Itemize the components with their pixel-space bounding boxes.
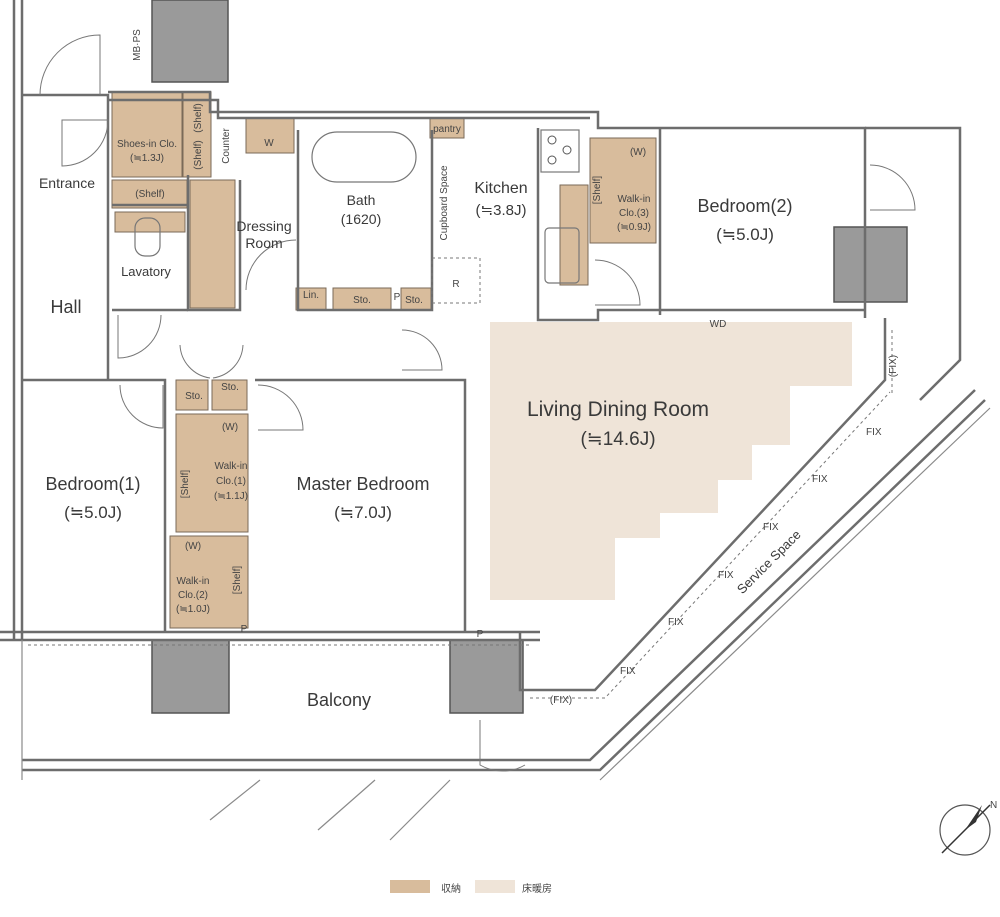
fix-label: FIX xyxy=(718,570,734,581)
shelf-label: (Shelf) xyxy=(193,140,204,169)
service-space-label: Service Space xyxy=(734,527,804,597)
kitchen-label: Kitchen xyxy=(474,180,527,197)
shoes-closet-label: Shoes-in Clo. xyxy=(117,139,177,150)
kitchen-size: (≒3.8J) xyxy=(476,202,527,219)
storage-areas xyxy=(111,91,657,629)
window-lines xyxy=(28,330,893,699)
master-bedroom-size: (≒7.0J) xyxy=(334,503,392,522)
bedroom1-size: (≒5.0J) xyxy=(64,503,122,522)
walkin2-size: (≒1.0J) xyxy=(176,604,210,615)
legend-swatch-storage xyxy=(390,880,430,893)
legend-label-floor-heating: 床暖房 xyxy=(522,884,552,895)
walkin1-size: (≒1.1J) xyxy=(214,491,248,502)
legend-label-storage: 収納 xyxy=(441,884,461,895)
balcony-label: Balcony xyxy=(307,690,371,710)
compass-icon: N xyxy=(939,800,997,856)
storage-label: Sto. xyxy=(405,295,423,306)
shelf-label: [Shelf] xyxy=(592,176,603,205)
toilet xyxy=(134,217,161,257)
linen-label: Lin. xyxy=(303,290,319,301)
shelf-label: (Shelf) xyxy=(135,189,164,200)
burner-icon xyxy=(547,135,557,145)
floor-heating-area xyxy=(490,322,852,600)
bedroom1-label: Bedroom(1) xyxy=(45,474,140,494)
walkin3-label-2: Clo.(3) xyxy=(619,208,649,219)
kitchen-sink xyxy=(544,227,580,284)
lavatory-label: Lavatory xyxy=(121,264,171,279)
shelf-label: (Shelf) xyxy=(193,103,204,132)
shoes-closet-size: (≒1.3J) xyxy=(130,153,164,164)
wardrobe-mark: (W) xyxy=(185,541,201,552)
wardrobe-mark: (W) xyxy=(222,422,238,433)
wd-label: WD xyxy=(710,319,727,330)
shafts xyxy=(151,0,908,714)
fix-label: FIX xyxy=(866,427,882,438)
counter-label: Counter xyxy=(221,128,232,164)
shelf-label: [Shelf] xyxy=(232,566,243,595)
pipe-label: P xyxy=(241,624,248,635)
bedroom2-label: Bedroom(2) xyxy=(697,196,792,216)
walkin1-label: Walk-in xyxy=(215,461,248,472)
wardrobe-mark: (W) xyxy=(630,147,646,158)
burner-icon xyxy=(547,155,557,165)
storage-label: Sto. xyxy=(221,382,239,393)
walkin2-label-2: Clo.(2) xyxy=(178,590,208,601)
walkin1-label-2: Clo.(1) xyxy=(216,476,246,487)
cupboard-label: Cupboard Space xyxy=(439,165,450,240)
walkin3-label: Walk-in xyxy=(618,194,651,205)
pantry-label: pantry xyxy=(433,124,461,135)
walls xyxy=(0,0,991,841)
pipe-label: P xyxy=(477,629,484,640)
mbps-label: MB·PS xyxy=(132,29,143,61)
fix-label: (FIX) xyxy=(888,355,899,377)
walkin2-label: Walk-in xyxy=(177,576,210,587)
bathtub xyxy=(311,131,417,183)
storage-label: Sto. xyxy=(185,391,203,402)
legend-swatch-floor-heating xyxy=(475,880,515,893)
bedroom2-size: (≒5.0J) xyxy=(716,225,774,244)
refrigerator-label: R xyxy=(452,279,459,290)
walkin3-size: (≒0.9J) xyxy=(617,222,651,233)
hall-label: Hall xyxy=(50,297,81,317)
washer-label: W xyxy=(264,138,274,149)
refrigerator-space xyxy=(431,257,481,304)
north-label: N xyxy=(990,800,997,811)
fix-label: FIX xyxy=(763,522,779,533)
fix-label: FIX xyxy=(668,617,684,628)
burner-icon xyxy=(562,145,572,155)
stove xyxy=(540,129,580,173)
master-bedroom-label: Master Bedroom xyxy=(296,474,429,494)
fix-label: FIX xyxy=(620,666,636,677)
bath-size: (1620) xyxy=(341,211,381,227)
bath-label: Bath xyxy=(347,192,376,208)
dressing-room-label: Dressing xyxy=(236,218,291,234)
dressing-room-label-2: Room xyxy=(245,235,282,251)
fix-label: (FIX) xyxy=(550,695,572,706)
pipe-label: P xyxy=(394,292,401,303)
fix-label: FIX xyxy=(812,474,828,485)
living-room-label: Living Dining Room xyxy=(527,398,709,421)
entrance-label: Entrance xyxy=(39,175,95,191)
door-swings xyxy=(39,34,916,772)
shelf-label: [Shelf] xyxy=(180,470,191,499)
living-room-size: (≒14.6J) xyxy=(580,429,655,450)
storage-label: Sto. xyxy=(353,295,371,306)
